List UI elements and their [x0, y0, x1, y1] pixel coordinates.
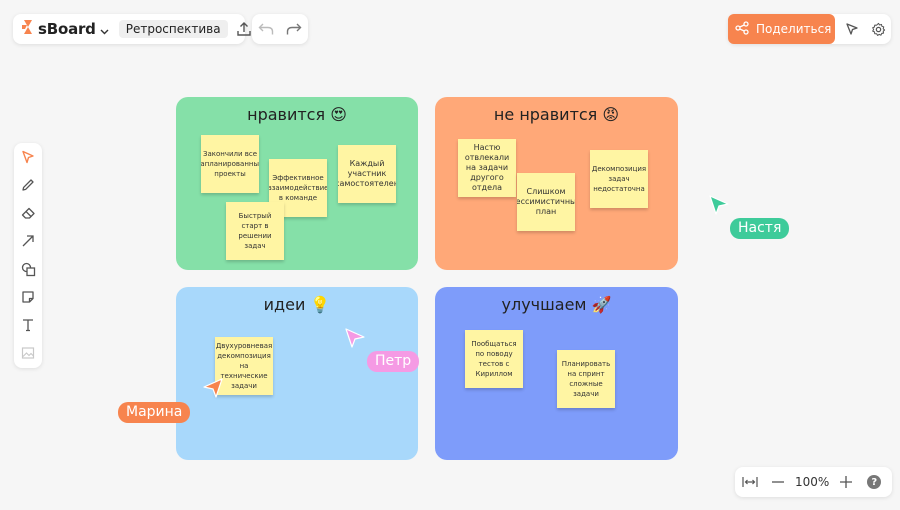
sticky-note[interactable]: Декомпозиция задач недостаточна	[590, 150, 648, 208]
board-title[interactable]: Ретроспектива	[118, 20, 228, 38]
upload-icon[interactable]	[236, 21, 252, 37]
gear-icon[interactable]	[871, 22, 886, 37]
quadrant-ideas: идеи 💡 Двухуровневая декомпозиция на тех…	[176, 287, 418, 460]
cursor-arrow-icon	[708, 194, 730, 220]
zoom-panel: 100% ?	[735, 467, 892, 497]
quadrant-title: идеи 💡	[263, 295, 331, 314]
quadrant-title: нравится 😍	[247, 105, 347, 124]
eraser-icon[interactable]	[19, 204, 37, 222]
quadrant-title: не нравится 😡	[493, 105, 620, 124]
share-label: Поделиться	[756, 22, 832, 36]
sticky-note[interactable]: Слишком пессимистичный план	[517, 173, 575, 231]
cursor-label-nastya: Настя	[730, 218, 790, 239]
help-icon[interactable]: ?	[867, 475, 882, 489]
sticky-note[interactable]: Настю отвлекали на задачи другого отдела	[458, 139, 516, 197]
redo-icon[interactable]	[286, 22, 302, 36]
sticky-note[interactable]: Каждый участник самостоятелен	[338, 145, 396, 203]
zoom-in-icon[interactable]	[839, 475, 853, 489]
select-icon[interactable]	[19, 148, 37, 166]
top-left-panel: sBoard Ретроспектива	[13, 14, 251, 44]
arrow-icon[interactable]	[19, 232, 37, 250]
cursor-label-marina: Марина	[118, 402, 191, 423]
chevron-down-icon	[100, 20, 109, 39]
app-menu[interactable]: sBoard	[21, 19, 109, 39]
logo-text: sBoard	[38, 20, 96, 38]
image-icon[interactable]	[19, 344, 37, 362]
cursor-icon[interactable]	[845, 22, 859, 36]
quadrant-title: улучшаем 🚀	[501, 295, 612, 314]
sticky-note[interactable]: Двухуровневая декомпозиция на технически…	[215, 337, 273, 395]
zoom-out-icon[interactable]	[771, 475, 785, 489]
cursor-arrow-icon	[344, 327, 366, 353]
top-right-panel: Поделиться	[728, 14, 891, 44]
undo-icon[interactable]	[258, 22, 274, 36]
tools-panel	[14, 143, 42, 368]
pen-icon[interactable]	[19, 176, 37, 194]
cursor-label-petr: Петр	[367, 351, 420, 372]
fit-width-icon[interactable]	[742, 476, 758, 488]
zoom-value[interactable]: 100%	[795, 475, 830, 489]
sticky-note-icon[interactable]	[19, 288, 37, 306]
quadrant-dislikes: не нравится 😡 Настю отвлекали на задачи …	[435, 97, 678, 270]
logo-icon	[21, 19, 35, 39]
cursor-arrow-icon	[202, 377, 224, 403]
quadrant-improve: улучшаем 🚀 Пообщаться по поводу тестов с…	[435, 287, 678, 460]
sticky-note[interactable]: Пообщаться по поводу тестов с Кириллом	[465, 330, 523, 388]
shapes-icon[interactable]	[19, 260, 37, 278]
history-panel	[252, 14, 308, 44]
share-icon	[735, 20, 749, 39]
sticky-note[interactable]: Закончили все запланированные проекты	[201, 135, 259, 193]
sticky-note[interactable]: Быстрый старт в решении задач	[226, 202, 284, 260]
sticky-note[interactable]: Планировать на спринт сложные задачи	[557, 350, 615, 408]
text-icon[interactable]	[19, 316, 37, 334]
quadrant-likes: нравится 😍 Закончили все запланированные…	[176, 97, 418, 270]
share-button[interactable]: Поделиться	[728, 14, 835, 44]
